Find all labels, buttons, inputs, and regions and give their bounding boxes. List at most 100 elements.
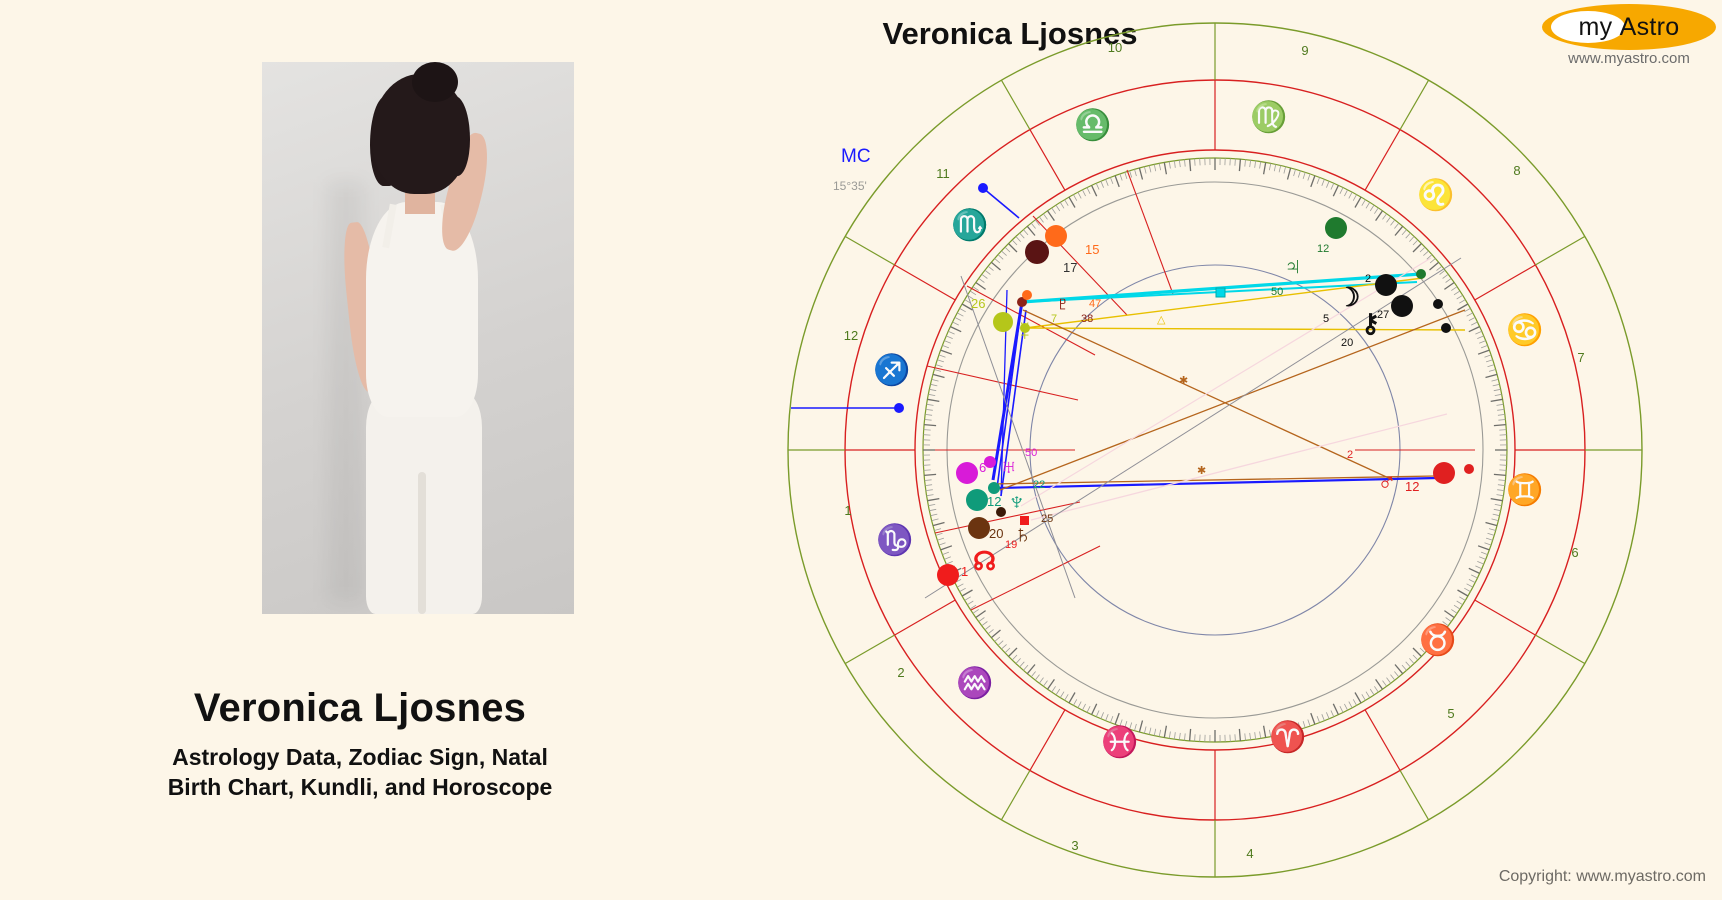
zodiac-glyph-cancer: ♋ — [1506, 312, 1543, 347]
degree-tick — [1326, 712, 1330, 719]
degree-tick — [1249, 732, 1251, 740]
planet-mercury[interactable]: ☿ 26 7 — [971, 296, 1057, 346]
degree-tick — [1105, 179, 1109, 186]
zodiac-glyph-gemini: ♊ — [1506, 472, 1543, 507]
myastro-logo[interactable]: my Astro — [1542, 4, 1716, 50]
planet-saturn[interactable]: ♄ 20 25 — [968, 513, 1053, 549]
planet-dot-sun — [1045, 225, 1067, 247]
planet-north-node[interactable]: ☊ 1 19 — [937, 539, 1017, 586]
degree-tick — [1234, 158, 1236, 166]
degree-tick — [1386, 216, 1392, 223]
degree-tick — [969, 604, 977, 610]
degree-tick — [1490, 398, 1503, 403]
degree-tick — [1390, 674, 1396, 681]
degree-tick — [927, 398, 940, 403]
degree-tick — [1394, 225, 1404, 236]
degree-tick — [1091, 185, 1098, 197]
house-number-4: 4 — [1246, 846, 1253, 861]
planet-glyph-jupiter: ♃ — [1283, 251, 1303, 281]
degree-tick — [924, 473, 937, 477]
degree-tick — [1174, 732, 1176, 740]
chart-svg[interactable]: △ ✱ ✱ 1 2 3 4 5 6 7 8 9 10 11 12 ♎ ♍ ♌ ♋… — [775, 10, 1655, 890]
planet-degree-moon: 2 — [1365, 273, 1371, 285]
planet-dot-venus — [1025, 240, 1049, 264]
degree-tick — [924, 479, 932, 481]
degree-tick — [1419, 246, 1426, 253]
degree-tick — [1034, 219, 1040, 226]
degree-tick — [1457, 303, 1469, 311]
degree-tick — [1484, 354, 1492, 358]
planet-chiron[interactable]: ⚷ 27 20 — [1341, 295, 1413, 349]
planet-dot-jupiter — [1325, 217, 1347, 239]
degree-tick — [984, 625, 991, 631]
degree-tick — [1316, 177, 1320, 185]
degree-tick — [1436, 629, 1443, 635]
degree-tick — [1326, 181, 1330, 188]
aspect-trine-3 — [1000, 309, 1027, 497]
planet-venus[interactable]: 17 — [1025, 240, 1077, 275]
degree-tick — [1269, 163, 1272, 171]
degree-tick — [1059, 691, 1065, 698]
degree-tick — [1001, 644, 1007, 650]
degree-tick — [932, 373, 945, 379]
planet-sun[interactable]: 15 — [1045, 225, 1099, 257]
degree-tick — [1073, 699, 1078, 706]
planet-degree-uranus: 6 — [979, 460, 986, 475]
degree-tick — [994, 258, 1001, 264]
planet-moon[interactable]: ☽ 2 5 — [1323, 273, 1397, 325]
degree-tick — [1487, 532, 1495, 536]
degree-tick — [924, 423, 937, 427]
degree-tick — [1293, 169, 1296, 177]
planet-minute-chiron: 20 — [1341, 337, 1353, 349]
degree-tick — [1273, 164, 1277, 172]
degree-tick — [1138, 720, 1144, 733]
degree-tick — [1134, 169, 1137, 177]
house-number-3: 3 — [1071, 838, 1078, 853]
degree-tick — [1365, 202, 1371, 209]
degree-tick — [1174, 160, 1176, 168]
degree-tick — [925, 484, 933, 486]
degree-tick — [1451, 286, 1458, 291]
degree-tick — [1064, 199, 1069, 206]
degree-tick — [925, 489, 933, 491]
house-spokes-outer — [788, 23, 1642, 877]
planet-minute-mars: 12 — [1405, 479, 1419, 494]
degree-tick — [972, 286, 979, 291]
planet-degree-venus: 17 — [1063, 260, 1077, 275]
degree-tick — [1019, 232, 1025, 239]
degree-tick — [1119, 173, 1123, 181]
degree-tick — [994, 636, 1001, 642]
degree-tick — [1302, 720, 1306, 728]
degree-tick — [1153, 164, 1157, 172]
planet-minute-saturn: 25 — [1041, 513, 1053, 525]
degree-tick — [946, 561, 953, 565]
planet-pluto[interactable]: ♇ 38 47 — [1053, 288, 1101, 325]
degree-tick — [1188, 728, 1192, 741]
planet-uranus[interactable]: ♅ 6 50 — [956, 447, 1037, 484]
planet-jupiter[interactable]: ♃ 12 50 — [1271, 217, 1347, 298]
planet-degree-jupiter: 12 — [1317, 243, 1329, 255]
endpoint-dot-3 — [1020, 323, 1030, 333]
planet-neptune[interactable]: ♆ 12 22 — [966, 479, 1045, 516]
degree-tick — [938, 354, 946, 358]
planet-dot-neptune — [966, 489, 988, 511]
degree-tick — [1100, 712, 1104, 719]
degree-tick — [1129, 170, 1133, 178]
degree-tick — [1348, 701, 1353, 708]
degree-tick — [926, 494, 934, 497]
degree-tick — [1310, 175, 1316, 188]
degree-tick — [923, 469, 931, 471]
degree-tick — [1283, 166, 1286, 174]
degree-tick — [1475, 565, 1482, 570]
aspect-square-1 — [990, 475, 1436, 485]
degree-tick — [1278, 165, 1282, 173]
aspect-trine-2 — [996, 301, 1023, 489]
degree-tick — [1493, 473, 1506, 477]
degree-tick — [1105, 714, 1109, 721]
natal-chart-wheel[interactable]: △ ✱ ✱ 1 2 3 4 5 6 7 8 9 10 11 12 ♎ ♍ ♌ ♋… — [775, 10, 1655, 890]
planet-mars[interactable]: ♂ 2 12 — [1347, 449, 1455, 496]
degree-tick — [1369, 204, 1375, 212]
endpoint-dot-4 — [1416, 269, 1426, 279]
degree-tick — [1409, 236, 1415, 242]
degree-tick — [1498, 479, 1506, 481]
